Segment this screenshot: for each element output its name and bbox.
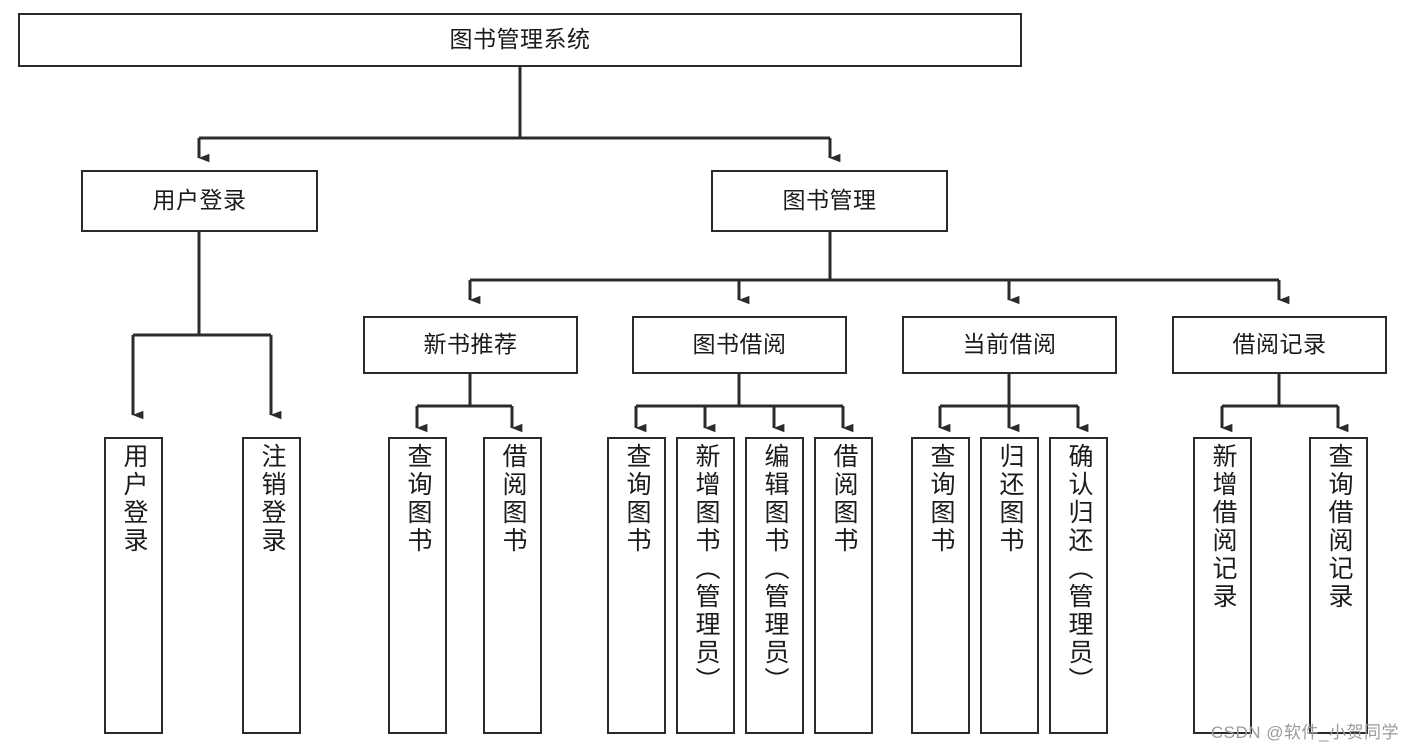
node-borrow-record-label: 借阅记录 xyxy=(1232,331,1327,358)
node-leaf-query-book-1-label: 查询图书 xyxy=(404,443,432,555)
node-leaf-borrow-book-1[interactable]: 借阅图书 xyxy=(483,437,542,734)
node-leaf-logout-login[interactable]: 注销登录 xyxy=(242,437,301,734)
node-current-borrow-label: 当前借阅 xyxy=(962,331,1057,358)
node-book-management-label: 图书管理 xyxy=(782,187,877,214)
node-new-book-recommend[interactable]: 新书推荐 xyxy=(363,316,578,374)
node-leaf-query-record-label: 查询借阅记录 xyxy=(1325,443,1353,611)
node-leaf-confirm-return-label: 确认归还（管理员） xyxy=(1065,443,1093,695)
node-leaf-query-book-3-label: 查询图书 xyxy=(927,443,955,555)
node-leaf-add-book[interactable]: 新增图书（管理员） xyxy=(676,437,735,734)
node-leaf-return-book[interactable]: 归还图书 xyxy=(980,437,1039,734)
node-new-book-recommend-label: 新书推荐 xyxy=(423,331,518,358)
node-leaf-edit-book-label: 编辑图书（管理员） xyxy=(761,443,789,695)
node-root-label: 图书管理系统 xyxy=(449,26,591,53)
node-leaf-query-record[interactable]: 查询借阅记录 xyxy=(1309,437,1368,734)
node-leaf-user-login[interactable]: 用户登录 xyxy=(104,437,163,734)
node-book-borrow-label: 图书借阅 xyxy=(692,331,787,358)
node-leaf-query-book-3[interactable]: 查询图书 xyxy=(911,437,970,734)
node-book-management[interactable]: 图书管理 xyxy=(711,170,948,232)
node-leaf-user-login-label: 用户登录 xyxy=(120,443,148,555)
node-leaf-return-book-label: 归还图书 xyxy=(996,443,1024,555)
node-leaf-confirm-return[interactable]: 确认归还（管理员） xyxy=(1049,437,1108,734)
node-current-borrow[interactable]: 当前借阅 xyxy=(902,316,1117,374)
node-leaf-logout-login-label: 注销登录 xyxy=(258,443,286,555)
node-leaf-borrow-book-2-label: 借阅图书 xyxy=(830,443,858,555)
node-leaf-add-book-label: 新增图书（管理员） xyxy=(692,443,720,695)
node-leaf-borrow-book-1-label: 借阅图书 xyxy=(499,443,527,555)
node-leaf-add-record-label: 新增借阅记录 xyxy=(1209,443,1237,611)
node-leaf-query-book-2[interactable]: 查询图书 xyxy=(607,437,666,734)
node-user-login-label: 用户登录 xyxy=(152,187,247,214)
csdn-watermark: CSDN @软件_小贺同学 xyxy=(1210,723,1399,742)
node-leaf-edit-book[interactable]: 编辑图书（管理员） xyxy=(745,437,804,734)
node-root[interactable]: 图书管理系统 xyxy=(18,13,1022,67)
node-leaf-query-book-2-label: 查询图书 xyxy=(623,443,651,555)
node-leaf-add-record[interactable]: 新增借阅记录 xyxy=(1193,437,1252,734)
node-book-borrow[interactable]: 图书借阅 xyxy=(632,316,847,374)
node-borrow-record[interactable]: 借阅记录 xyxy=(1172,316,1387,374)
node-user-login[interactable]: 用户登录 xyxy=(81,170,318,232)
node-leaf-query-book-1[interactable]: 查询图书 xyxy=(388,437,447,734)
node-leaf-borrow-book-2[interactable]: 借阅图书 xyxy=(814,437,873,734)
